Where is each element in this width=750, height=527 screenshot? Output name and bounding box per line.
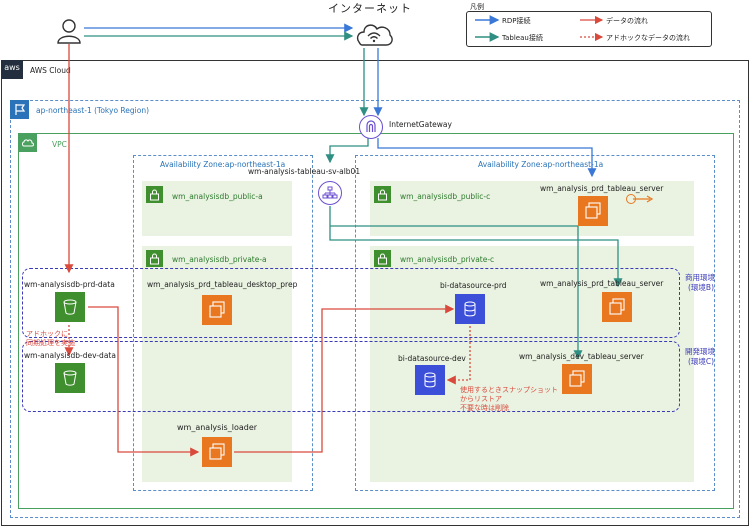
node-s3-prd-label: wm-analysisdb-prd-data (24, 280, 115, 289)
subnet-private-c-label: wm_analysisdb_private-c (400, 255, 495, 264)
aws-logo-text: aws (4, 63, 20, 72)
az-left-label: Availability Zone:ap-northeast-1a (160, 160, 286, 169)
node-bi-prd-label: bi-datasource-prd (440, 281, 507, 290)
node-bi-dev-label: bi-datasource-dev (398, 354, 466, 363)
node-desktop-prep-label: wm_analysis_prd_tableau_desktop_prep (147, 280, 298, 289)
node-dev-tableau-server-label: wm_analysis_dev_tableau_server (519, 352, 644, 361)
rds-icon (415, 365, 445, 395)
legend-tableau: Tableau接続 (502, 34, 543, 42)
user-icon (57, 19, 81, 44)
lock-icon (374, 250, 391, 267)
legend-box (466, 11, 712, 47)
node-loader-label: wm_analysis_loader (177, 423, 258, 432)
lock-icon (146, 250, 163, 267)
subnet-public-a (142, 181, 292, 236)
subnet-public-a-label: wm_analysisdb_public-a (172, 192, 263, 201)
cloud-icon (356, 24, 393, 46)
ec2-icon (602, 292, 632, 322)
region-container (10, 100, 740, 518)
key-icon (626, 194, 636, 204)
legend-rdp: RDP接続 (502, 17, 531, 25)
region-label: ap-northeast-1 (Tokyo Region) (36, 106, 150, 115)
dev-env-sub-label: (環境C) (688, 357, 715, 366)
dev-env-label: 開発環境 (685, 347, 715, 356)
legend-title: 凡例 (470, 3, 484, 11)
internet-gateway-icon (359, 115, 383, 139)
vpc-icon (18, 133, 37, 152)
adhoc-note-line2: 同期処理を実施 (26, 339, 75, 347)
subnet-private-c (370, 246, 694, 482)
adhoc-note-line1: アドホックに (26, 330, 68, 338)
az-right-label: Availability Zone:ap-northeast-1a (478, 160, 604, 169)
prod-env-sub-label: (環境B) (688, 283, 714, 292)
internet-label: インターネット (328, 2, 412, 15)
vpc-cloud-icon (22, 139, 34, 147)
alb-label: wm-analysis-tableau-sv-alb01 (248, 167, 361, 176)
legend-adhoc-flow: アドホックなデータの流れ (606, 34, 690, 42)
load-balancer-icon (318, 181, 342, 205)
aws-cloud-container (1, 60, 749, 526)
snapshot-note-line2: からリストア (460, 395, 502, 403)
ec2-icon (562, 364, 592, 394)
az-left-container (133, 155, 313, 491)
az-right-container (355, 155, 715, 491)
subnet-public-c-label: wm_analysisdb_public-c (400, 192, 491, 201)
lock-icon (146, 186, 163, 203)
node-prd-tableau-server-public-label: wm_analysis_prd_tableau_server (540, 184, 664, 193)
aws-cloud-label: AWS Cloud (30, 66, 71, 75)
legend-data-flow: データの流れ (606, 17, 648, 25)
flag-glyph-icon (15, 104, 26, 115)
prod-env-label: 商用環境 (685, 273, 715, 282)
s3-bucket-icon (55, 292, 85, 322)
dev-env-box (22, 341, 680, 412)
igw-label: InternetGateway (389, 120, 452, 129)
ec2-icon (578, 196, 608, 226)
prod-env-box (22, 268, 680, 338)
subnet-private-a-label: wm_analysisdb_private-a (172, 255, 267, 264)
vpc-label: VPC (52, 140, 67, 149)
ec2-icon (202, 295, 232, 325)
node-s3-dev-label: wm-analysisdb-dev-data (24, 351, 116, 360)
s3-bucket-icon (55, 363, 85, 393)
snapshot-note-line3: 不要な時は削除 (460, 404, 509, 412)
aws-logo-icon: aws (1, 60, 23, 79)
lock-icon (374, 186, 391, 203)
rds-icon (455, 294, 485, 324)
node-prd-tableau-server-label: wm_analysis_prd_tableau_server (540, 279, 664, 288)
ec2-icon (202, 437, 232, 467)
snapshot-note-line1: 使用するときスナップショット (460, 386, 558, 394)
subnet-public-c (370, 181, 694, 236)
